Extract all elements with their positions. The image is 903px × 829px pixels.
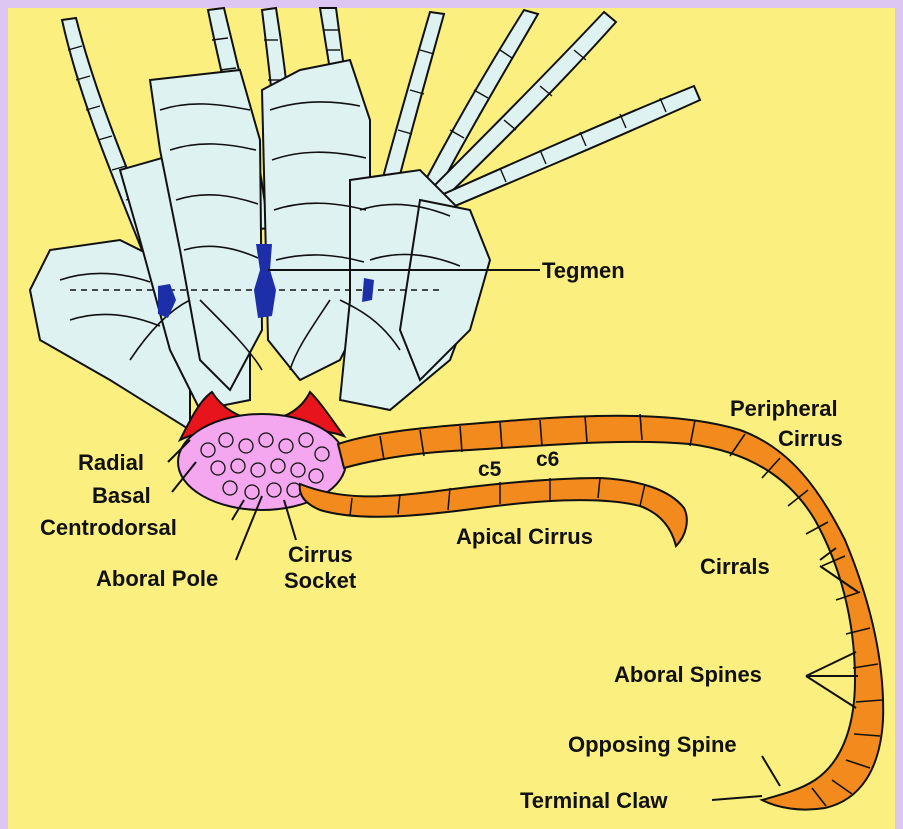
label-cirrus-socket-line2: Socket xyxy=(284,568,357,593)
label-apical-cirrus: Apical Cirrus xyxy=(456,524,593,549)
label-tegmen: Tegmen xyxy=(542,258,625,283)
label-opposing-spine: Opposing Spine xyxy=(568,732,737,757)
label-cirrus-socket-line1: Cirrus xyxy=(288,542,353,567)
label-peripheral: Peripheral xyxy=(730,396,838,421)
label-c6: c6 xyxy=(536,448,559,471)
label-radial: Radial xyxy=(78,450,144,475)
label-basal: Basal xyxy=(92,483,151,508)
label-centrodorsal: Centrodorsal xyxy=(40,515,177,540)
label-aboral-pole: Aboral Pole xyxy=(96,566,218,591)
label-aboral-spines: Aboral Spines xyxy=(614,662,762,687)
label-terminal-claw: Terminal Claw xyxy=(520,788,668,813)
label-c5: c5 xyxy=(478,458,502,481)
label-cirrals: Cirrals xyxy=(700,554,770,579)
label-peripheral-cirrus: Cirrus xyxy=(778,426,843,451)
